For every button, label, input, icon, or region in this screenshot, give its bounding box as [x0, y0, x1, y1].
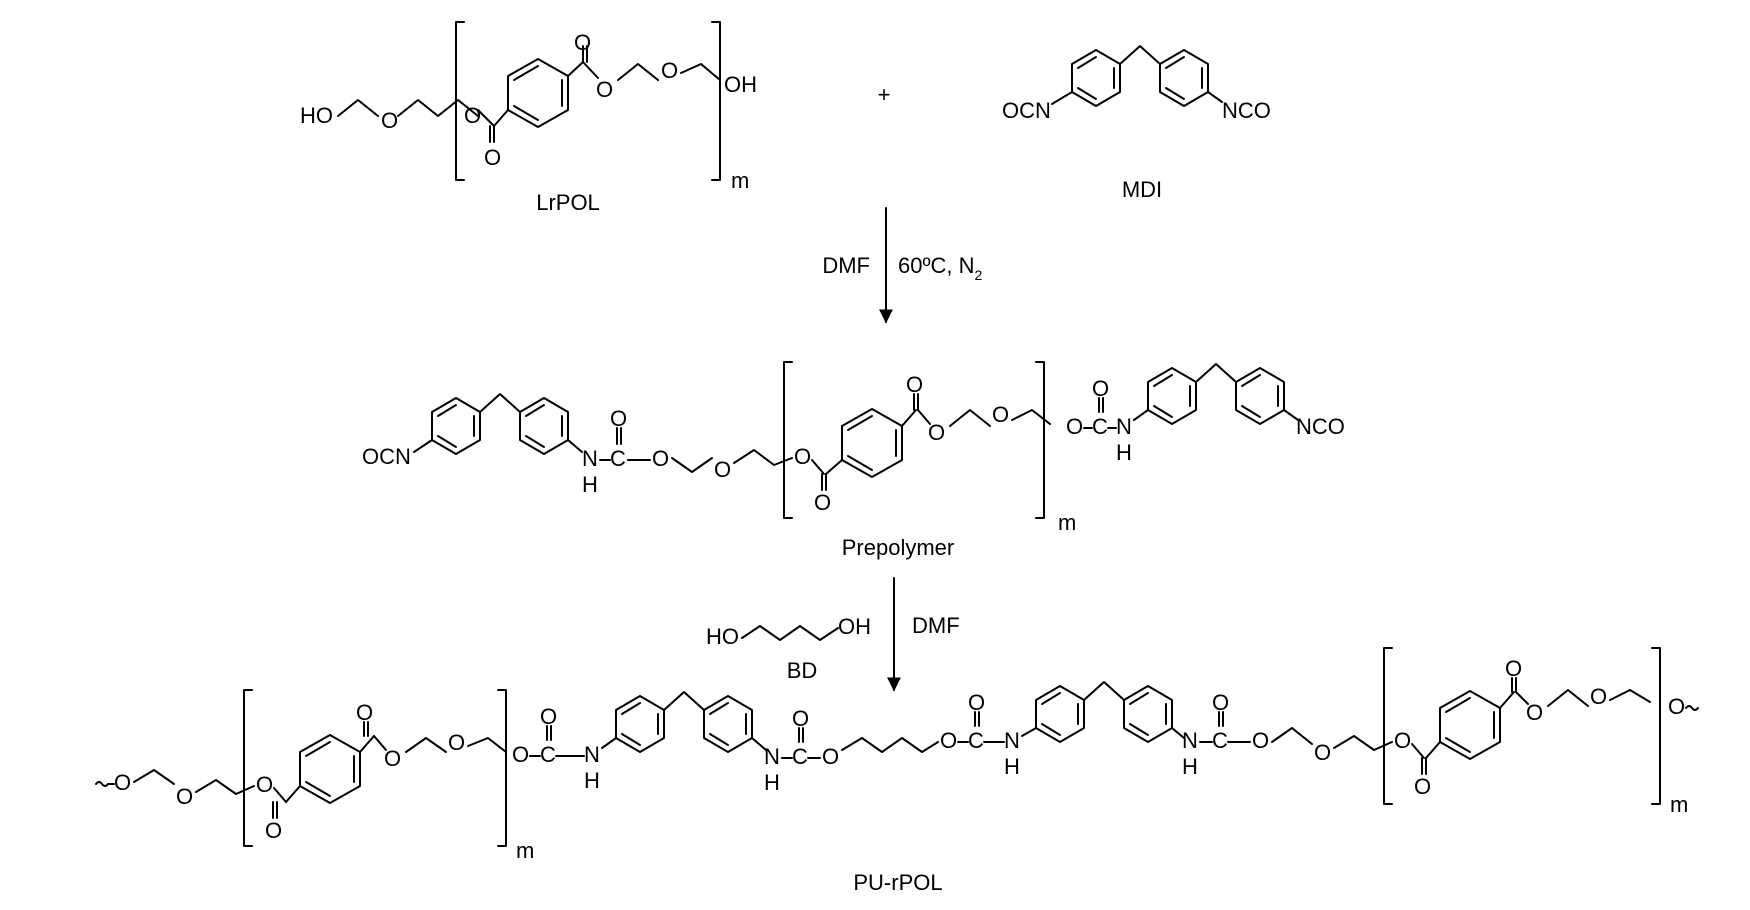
atom-label: O — [968, 690, 985, 715]
atom-label: O — [1252, 728, 1269, 753]
atom-label: O — [652, 446, 669, 471]
atom-label: HO — [706, 624, 739, 649]
atom-label: C — [792, 744, 808, 769]
atom-label: C — [1212, 728, 1228, 753]
atom-label: O — [1092, 376, 1109, 401]
plus-sign: + — [878, 82, 891, 107]
atom-label: NCO — [1296, 414, 1345, 439]
compound-name-prepolymer: Prepolymer — [842, 535, 954, 560]
compound-name-mdi: MDI — [1122, 177, 1162, 202]
atom-label: N — [1182, 728, 1198, 753]
compound-name-pu-rpol: PU-rPOL — [853, 870, 942, 895]
atom-label: H — [584, 768, 600, 793]
atom-label: OCN — [1002, 98, 1051, 123]
atom-label: O — [928, 420, 945, 445]
atom-label: O — [484, 145, 501, 170]
pu-rpol-structure: O O O O O O O m O C O N H — [95, 647, 1699, 863]
atom-label: O — [381, 108, 398, 133]
atom-label: O — [448, 730, 465, 755]
atom-label: O — [114, 770, 131, 795]
atom-label: O — [1394, 728, 1411, 753]
atom-label: O — [1212, 690, 1229, 715]
atom-label: O — [822, 744, 839, 769]
mdi-structure: OCN NCO — [1002, 45, 1271, 123]
atom-label: O — [356, 700, 373, 725]
atom-label: H — [1004, 754, 1020, 779]
atom-label: O — [906, 372, 923, 397]
atom-label: O — [384, 746, 401, 771]
atom-label: N — [584, 742, 600, 767]
atom-label: H — [582, 472, 598, 497]
compound-name-bd: BD — [787, 658, 818, 683]
repeat-index-m: m — [1670, 792, 1688, 817]
atom-label: C — [1092, 414, 1108, 439]
atom-label: O — [596, 77, 613, 102]
atom-label: O — [464, 103, 481, 128]
atom-label: O — [1414, 774, 1431, 799]
atom-label: O — [574, 30, 591, 55]
step1-conditions: 60ºC, N2 — [898, 253, 983, 283]
atom-label: O — [1526, 700, 1543, 725]
compound-name-lrpol: LrPOL — [536, 190, 600, 215]
atom-label: O — [512, 742, 529, 767]
atom-label: O — [1066, 414, 1083, 439]
atom-label: N — [582, 446, 598, 471]
atom-label: O — [940, 728, 957, 753]
atom-label: O — [714, 457, 731, 482]
atom-label: OH — [838, 614, 871, 639]
prepolymer-structure: OCN N H C O O O O O O — [362, 361, 1345, 535]
atom-label: NCO — [1222, 98, 1271, 123]
atom-label: OH — [724, 72, 757, 97]
atom-label: N — [764, 744, 780, 769]
atom-label: HO — [300, 103, 333, 128]
atom-label: O — [792, 706, 809, 731]
atom-label: C — [968, 728, 984, 753]
atom-label: O — [814, 490, 831, 515]
atom-label: O — [992, 402, 1009, 427]
atom-label: C — [540, 742, 556, 767]
atom-label: H — [764, 770, 780, 795]
atom-label: H — [1116, 440, 1132, 465]
atom-label: N — [1116, 414, 1132, 439]
atom-label: OCN — [362, 444, 411, 469]
atom-label: O — [256, 772, 273, 797]
repeat-index-m: m — [731, 168, 749, 193]
lrpol-structure: HO O O O O O O OH m — [300, 21, 757, 193]
atom-label: N — [1004, 728, 1020, 753]
atom-label: H — [1182, 754, 1198, 779]
atom-label: O — [794, 444, 811, 469]
atom-label: O — [176, 784, 193, 809]
step2-reagent: DMF — [912, 613, 960, 638]
bd-structure: HO OH — [706, 614, 871, 649]
repeat-index-m: m — [1058, 510, 1076, 535]
atom-label: O — [610, 406, 627, 431]
atom-label: O — [1668, 694, 1685, 719]
atom-label: O — [540, 704, 557, 729]
atom-label: O — [661, 58, 678, 83]
atom-label: O — [265, 818, 282, 843]
atom-label: O — [1590, 684, 1607, 709]
step1-reagent: DMF — [822, 253, 870, 278]
atom-label: O — [1505, 656, 1522, 681]
atom-label: C — [610, 446, 626, 471]
repeat-index-m: m — [516, 838, 534, 863]
atom-label: O — [1314, 740, 1331, 765]
